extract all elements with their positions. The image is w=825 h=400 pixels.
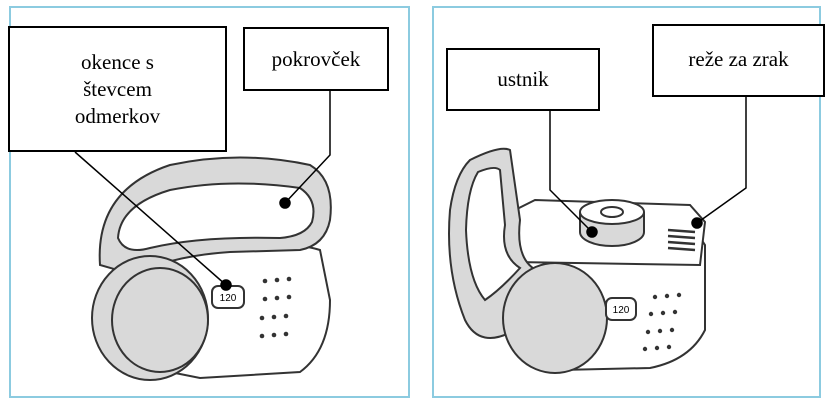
leader-lines [74, 91, 747, 291]
inhaler-closed [91, 156, 332, 381]
vent-dots-left [259, 276, 292, 339]
counter-value-left: 120 [220, 293, 237, 304]
cap-open-inner [464, 166, 522, 302]
leader-mouthpiece [549, 111, 593, 233]
counter-value-right: 120 [613, 305, 630, 316]
label-vents-text: reže za zrak [688, 47, 789, 71]
inhaler-open [448, 147, 707, 374]
right-panel [432, 6, 821, 398]
wheel-inner [111, 267, 209, 373]
label-mouthpiece: ustnik [446, 48, 600, 111]
wheel-outer-open [502, 262, 608, 374]
label-cap-text: pokrovček [271, 46, 361, 71]
label-air-vents: reže za zrak [652, 24, 825, 97]
left-panel [9, 6, 410, 398]
air-vents [667, 228, 696, 252]
label-counter-window: okence s števcem odmerkov [8, 26, 227, 152]
label-cap: pokrovček [243, 27, 389, 91]
label-counter-text: okence s števcem odmerkov [74, 49, 161, 128]
counter-window-right [605, 297, 637, 321]
label-mouthpiece-text: ustnik [497, 67, 549, 91]
leader-vents [696, 97, 747, 224]
mouthpiece-hole [600, 206, 624, 218]
leader-cap [284, 91, 331, 204]
vent-dots-right [642, 292, 682, 352]
leader-counter [74, 151, 227, 286]
